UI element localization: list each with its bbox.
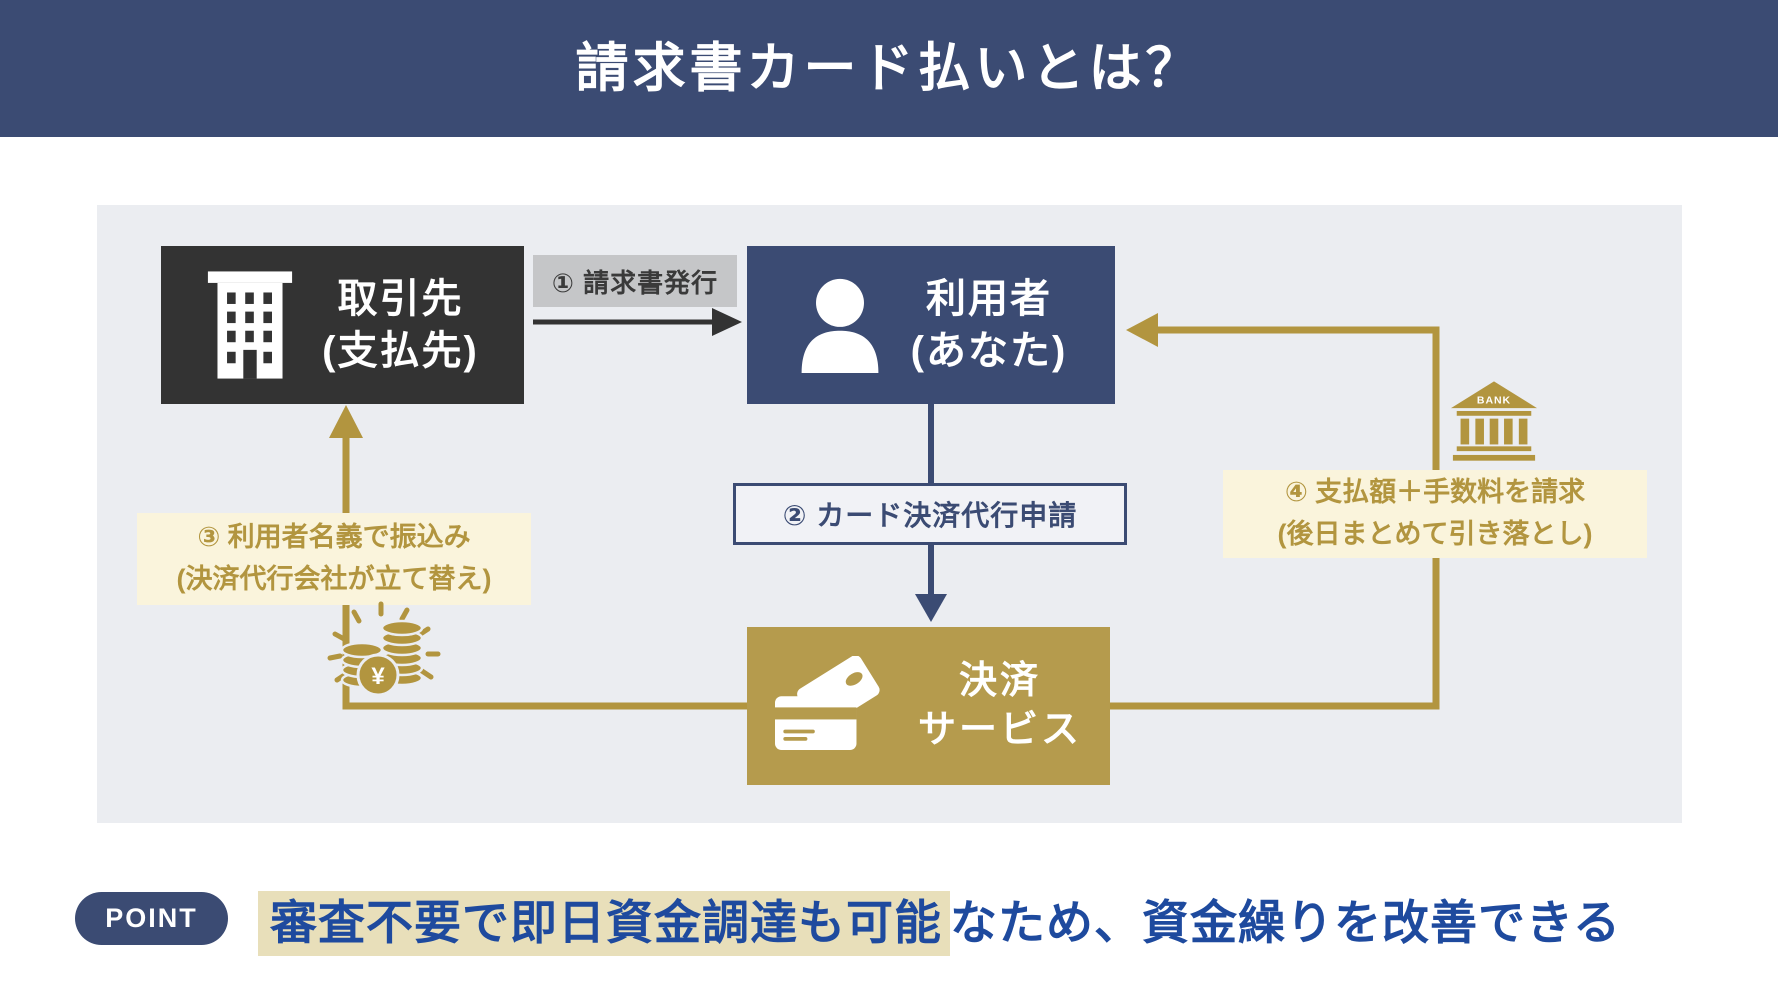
step4-line2: (後日まとめて引き落とし) [1277,519,1593,549]
bank-icon-wrap: BANK [1451,381,1537,462]
node-client: 取引先 (支払先) [161,246,524,404]
credit-card-icon [774,656,880,750]
coins-icon: ¥ [327,601,441,697]
point-plain-text: なため、資金繰りを改善できる [950,896,1622,949]
step3-line2: (決済代行会社が立て替え) [176,564,492,594]
sparkle-lines [327,601,441,683]
step3-label: ③ 利用者名義で振込み (決済代行会社が立て替え) [137,513,531,605]
page-title: 請求書カード払いとは？ [575,39,1203,98]
node-service-name: 決済 [958,659,1041,702]
step3-line1: ③ 利用者名義で振込み [197,522,471,553]
node-client-sub: (支払先) [322,329,479,373]
bank-icon: BANK [1451,381,1537,461]
step2-label: ② カード決済代行申請 [733,483,1127,545]
coins-icon-wrap: ¥ [318,598,450,700]
node-service-sub: サービス [917,709,1082,751]
node-client-label: 取引先 (支払先) [322,273,479,377]
node-service-label: 決済 サービス [918,657,1082,756]
coin-currency-symbol: ¥ [371,663,385,690]
node-user-sub: (あなた) [910,329,1068,373]
step4-line1: ④ 支払額＋手数料を請求 [1284,477,1586,508]
node-service: 決済 サービス [747,627,1110,785]
node-user-name: 利用者 [925,277,1052,321]
step4-label: ④ 支払額＋手数料を請求 (後日まとめて引き落とし) [1223,470,1647,558]
bank-icon-label: BANK [1477,394,1511,406]
person-icon [801,278,879,373]
step1-label: ① 請求書発行 [533,255,737,307]
node-user-label: 利用者 (あなた) [911,273,1068,377]
building-icon [208,271,293,379]
point-text: 審査不要で即日資金調達も可能なため、資金繰りを改善できる [258,884,1622,956]
node-user: 利用者 (あなた) [747,246,1115,404]
point-highlighted-text: 審査不要で即日資金調達も可能 [258,891,950,956]
header-banner: 請求書カード払いとは？ [0,0,1778,137]
point-row: POINT 審査不要で即日資金調達も可能なため、資金繰りを改善できる [75,884,1622,956]
point-badge: POINT [75,892,228,945]
node-client-name: 取引先 [337,277,464,321]
